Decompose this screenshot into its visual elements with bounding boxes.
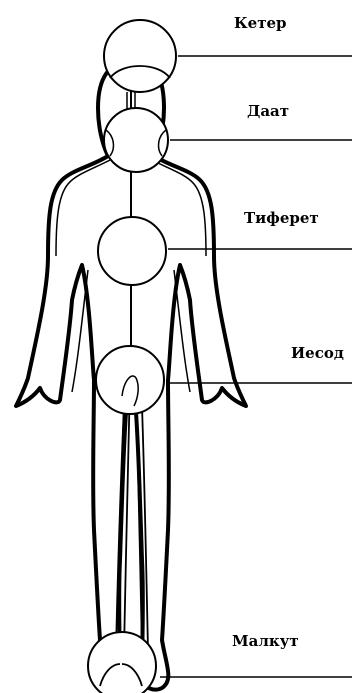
yesod-sphere: [96, 346, 164, 414]
daat-label: Даат: [247, 104, 289, 119]
malkut-sphere: [88, 632, 156, 693]
tiferet-label: Тиферет: [244, 211, 319, 226]
tiferet-sphere: [98, 217, 166, 285]
yesod-label: Иесод: [291, 346, 344, 361]
keter-label: Кетер: [234, 16, 287, 31]
malkut-label: Малкут: [232, 634, 299, 649]
daat-sphere: [104, 108, 168, 172]
keter-sphere: [104, 20, 176, 92]
